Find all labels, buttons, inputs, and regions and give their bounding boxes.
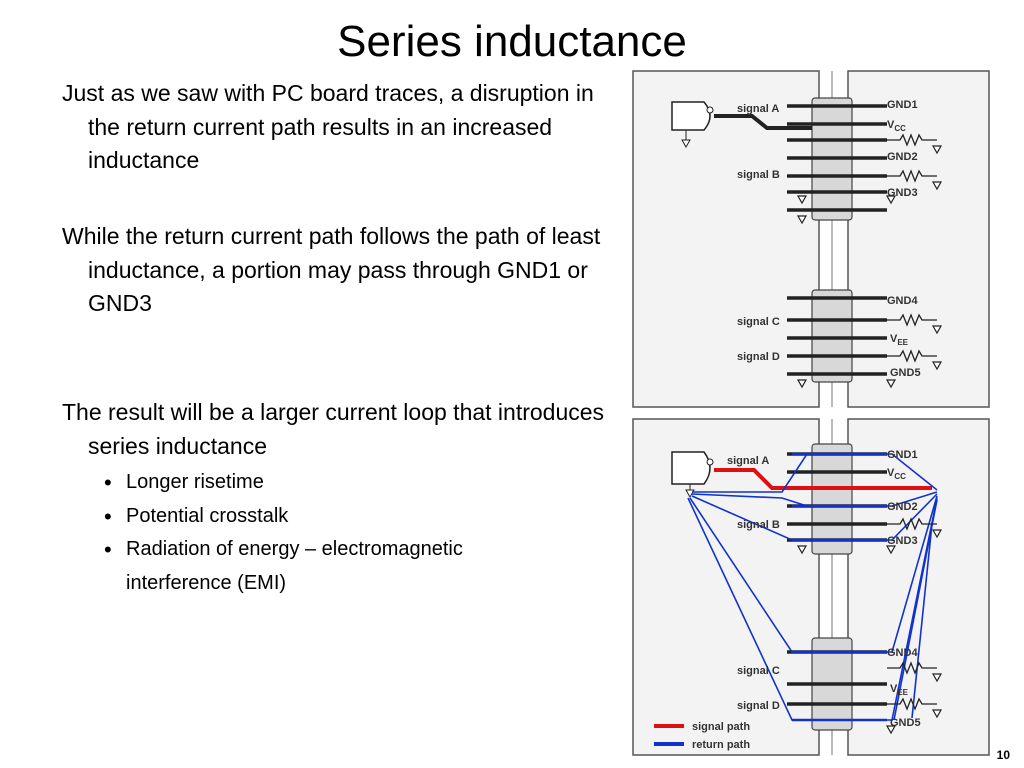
connector-diagram-basic: signal A signal B signal C signal D GND1… — [632, 70, 990, 408]
consequence-list: •Longer risetime •Potential crosstalk •R… — [104, 466, 544, 600]
svg-text:GND1: GND1 — [887, 449, 918, 461]
paragraph-larger-loop: The result will be a larger current loop… — [62, 399, 605, 459]
svg-text:GND5: GND5 — [890, 367, 921, 379]
svg-text:VCC: VCC — [887, 119, 906, 133]
svg-text:signal A: signal A — [727, 455, 769, 467]
svg-text:signal C: signal C — [737, 316, 780, 328]
slide-title: Series inductance — [337, 17, 687, 66]
paragraph-return-path-disruption: Just as we saw with PC board traces, a d… — [62, 80, 594, 173]
bullet-item: •Radiation of energy – electromagnetic i… — [104, 533, 544, 600]
paragraph-least-inductance: While the return current path follows th… — [62, 223, 601, 316]
svg-text:signal A: signal A — [737, 103, 779, 115]
bullet-dot-icon: • — [104, 503, 112, 529]
bullet-item: •Longer risetime — [104, 466, 544, 500]
svg-text:signal D: signal D — [737, 351, 780, 363]
svg-text:GND2: GND2 — [887, 501, 918, 513]
svg-text:GND2: GND2 — [887, 151, 918, 163]
ground-symbol-icon — [681, 139, 691, 149]
svg-text:signal B: signal B — [737, 169, 780, 181]
driver-gate-icon — [671, 451, 711, 485]
connector-diagram-return-paths: signal A signal B signal C signal D GND1… — [632, 418, 990, 756]
svg-text:GND4: GND4 — [887, 295, 918, 307]
svg-text:VCC: VCC — [887, 467, 906, 481]
bullet-item: •Potential crosstalk — [104, 500, 544, 534]
svg-text:GND1: GND1 — [887, 99, 918, 111]
svg-text:signal D: signal D — [737, 700, 780, 712]
page-number: 10 — [996, 748, 1010, 762]
svg-text:GND3: GND3 — [887, 187, 918, 199]
diagram-legend: signal path return path — [654, 721, 750, 751]
driver-gate-icon — [671, 101, 711, 131]
svg-text:GND5: GND5 — [890, 717, 921, 729]
legend-signal-label: signal path — [692, 721, 750, 733]
svg-text:VEE: VEE — [890, 333, 909, 347]
legend-return-label: return path — [692, 739, 750, 751]
svg-text:VEE: VEE — [890, 683, 909, 697]
svg-text:signal C: signal C — [737, 665, 780, 677]
bullet-dot-icon: • — [104, 537, 112, 562]
svg-text:GND3: GND3 — [887, 535, 918, 547]
bullet-dot-icon: • — [104, 470, 112, 495]
svg-text:GND4: GND4 — [887, 647, 918, 659]
svg-text:signal B: signal B — [737, 519, 780, 531]
